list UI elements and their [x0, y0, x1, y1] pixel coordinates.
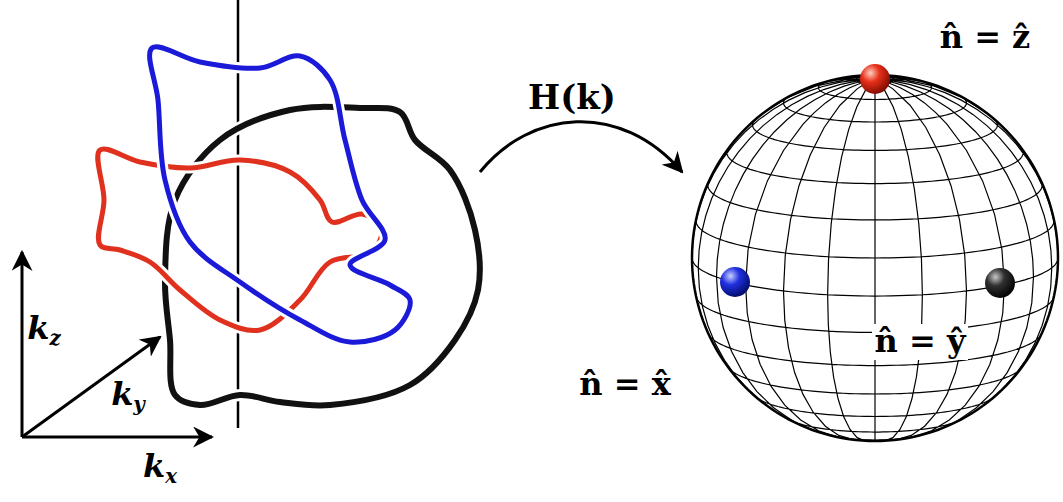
label-holder: n̂ = x̂ — [576, 367, 673, 402]
math-label: H(k) — [525, 79, 619, 116]
red-loop — [98, 149, 383, 331]
label-holder: H(k) — [525, 79, 619, 116]
label-holder: kz — [24, 311, 63, 350]
kx-axis — [22, 436, 212, 439]
z-point — [860, 64, 890, 94]
label-holder: ky — [108, 377, 148, 416]
sphere-grid — [692, 75, 1058, 441]
curve — [98, 149, 383, 331]
curve-halo — [150, 47, 411, 342]
blue-loop — [150, 47, 411, 342]
ky-axis — [22, 337, 160, 437]
y-point — [985, 268, 1015, 298]
label-holder: kx — [140, 449, 180, 488]
label-holder: n̂ = ŷ — [872, 324, 969, 359]
axis-label: kx — [140, 449, 180, 488]
knot-illustration — [98, 0, 480, 428]
sphere-outline — [692, 75, 1058, 441]
kz-axis — [21, 252, 24, 437]
math-label: n̂ = ẑ — [937, 20, 1034, 55]
label-holder: n̂ = ẑ — [937, 20, 1034, 55]
map-arrow — [480, 122, 682, 172]
math-label: n̂ = x̂ — [576, 367, 673, 402]
curve — [150, 47, 411, 342]
bloch-sphere — [692, 64, 1058, 441]
axis-label: kz — [24, 311, 63, 350]
axes — [22, 252, 212, 437]
axis-label: ky — [108, 377, 148, 416]
x-point — [720, 267, 750, 297]
curve-halo — [98, 149, 383, 331]
math-label: n̂ = ŷ — [872, 324, 969, 359]
